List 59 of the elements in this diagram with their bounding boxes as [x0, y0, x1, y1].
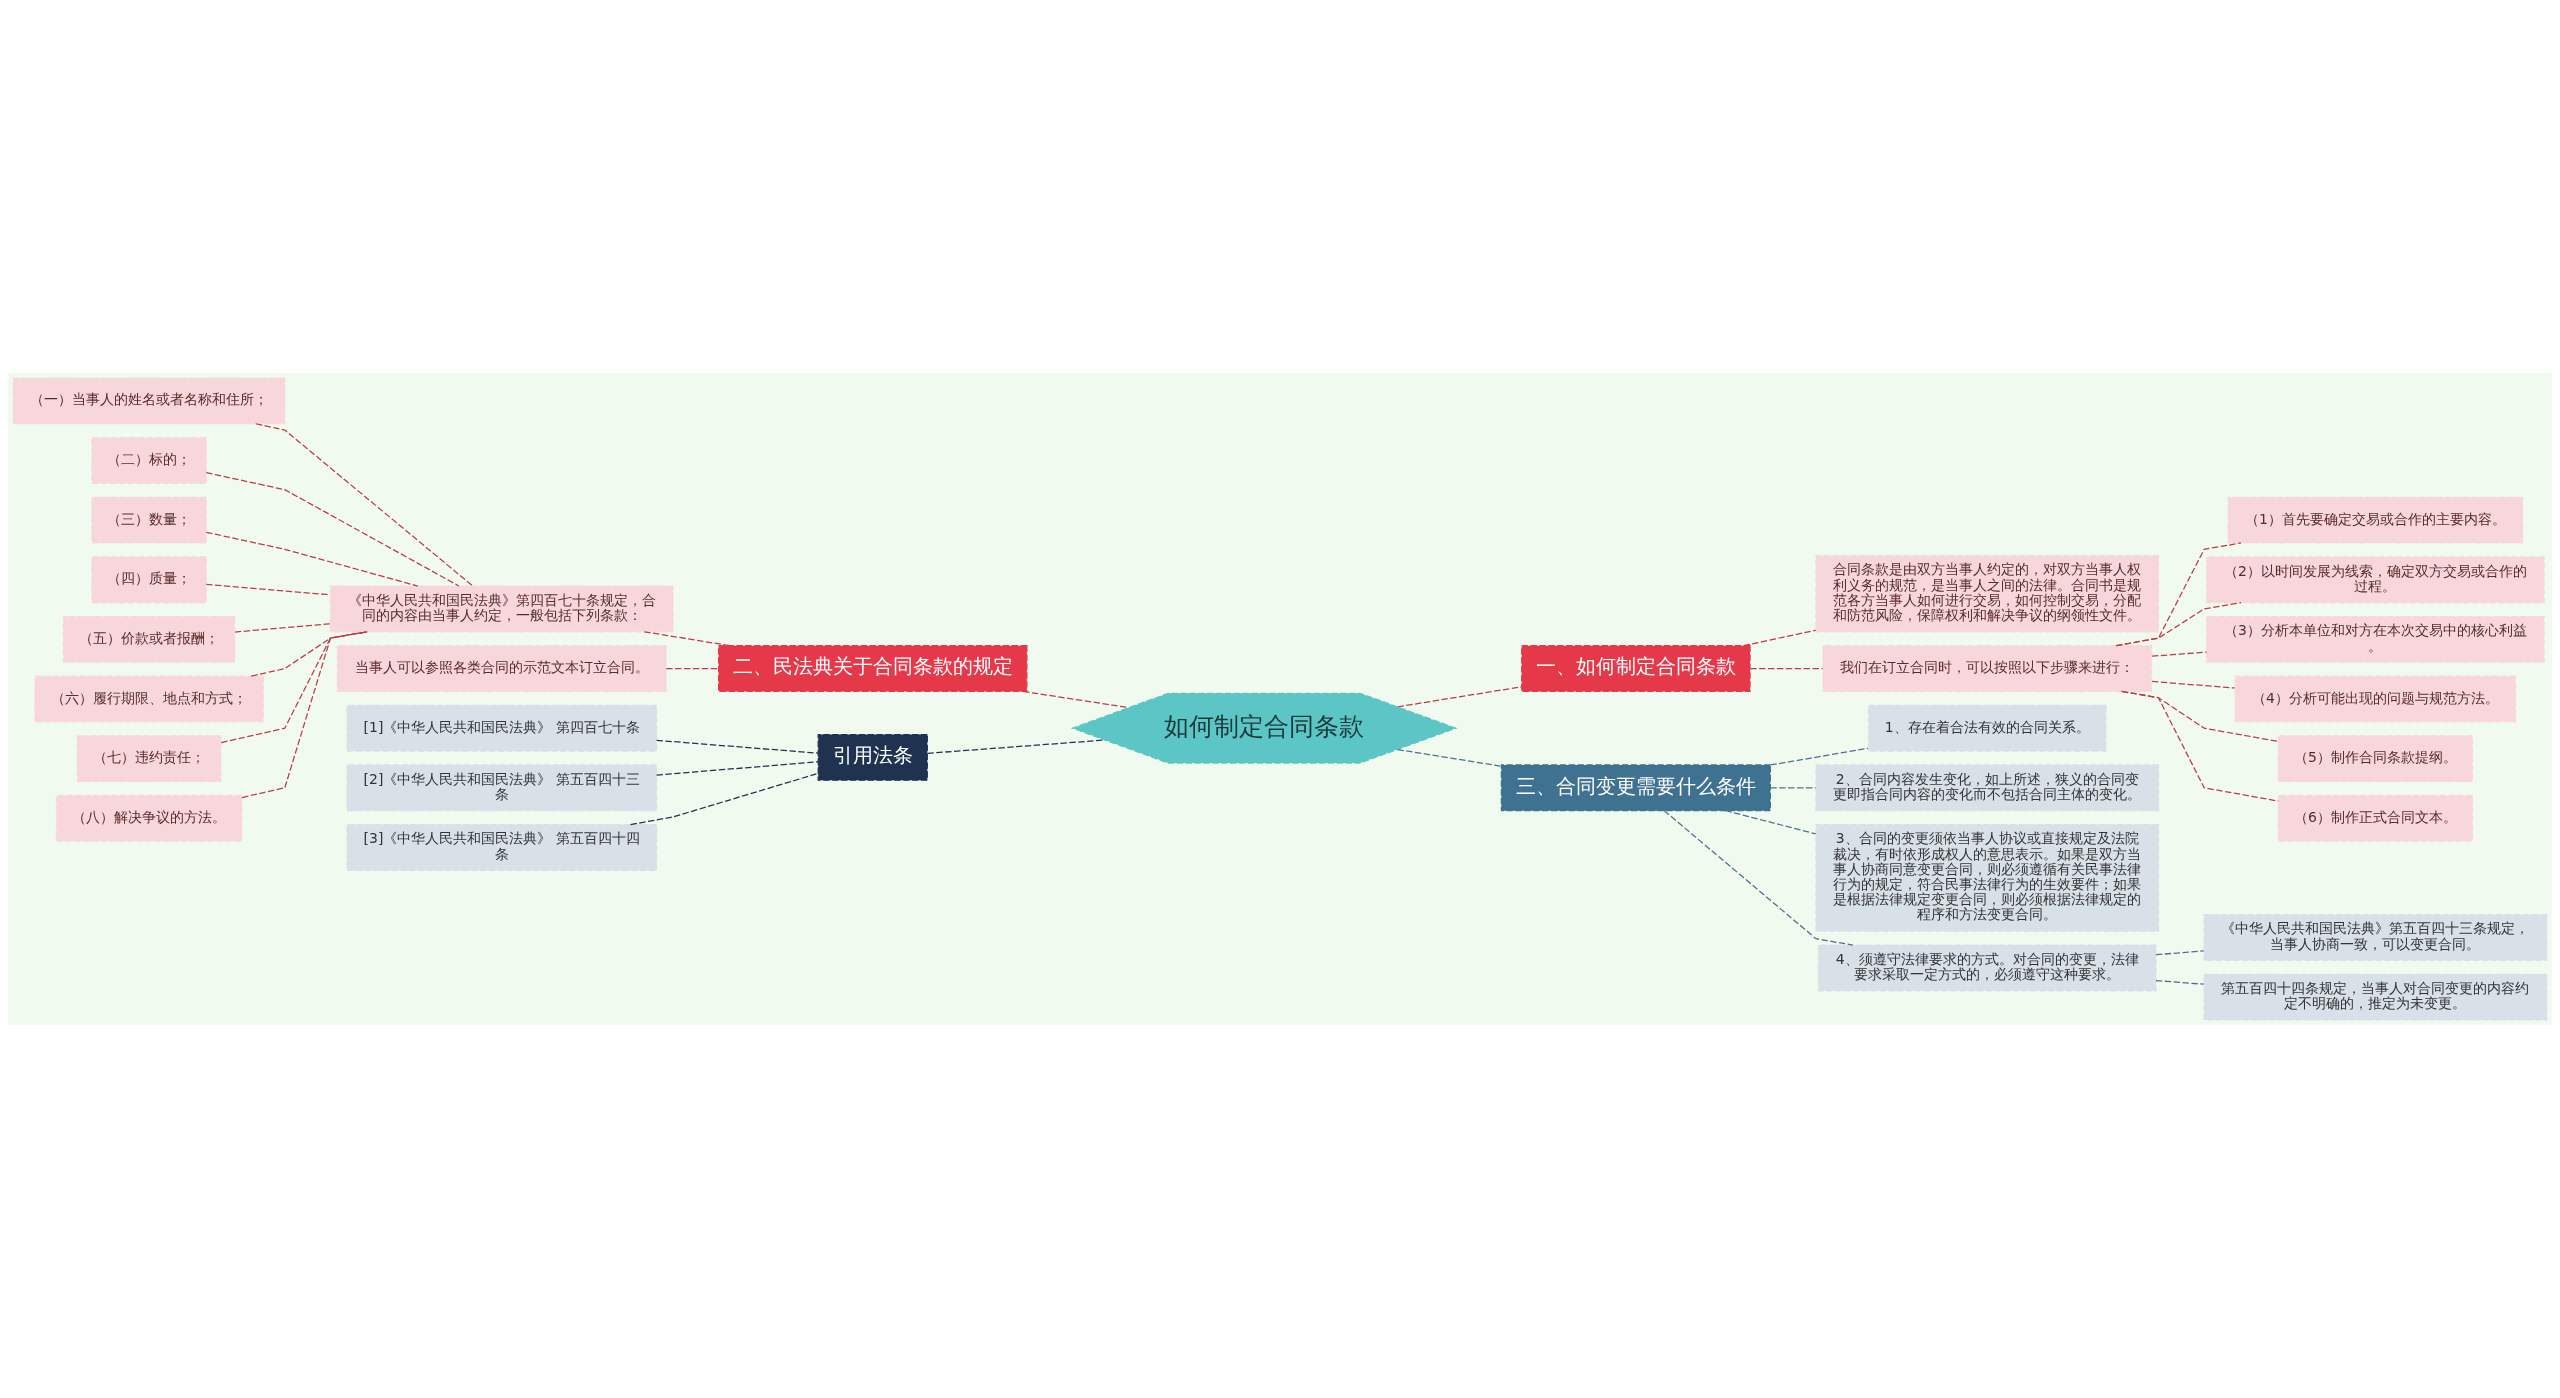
node-box: （2）以时间发展为线索，确定双方交易或合作的过程。 — [2206, 556, 2545, 604]
connector — [665, 667, 719, 670]
connector — [927, 739, 1106, 754]
connector — [2155, 950, 2205, 956]
node-box: 当事人可以参照各类合同的示范文本订立合同。 — [336, 645, 667, 693]
connector — [1663, 810, 1854, 946]
connector — [205, 583, 331, 596]
node-box: （四）质量； — [91, 556, 207, 604]
node-box: （三）数量； — [91, 496, 207, 544]
node-box: （3）分析本单位和对方在本次交易中的核心利益。 — [2206, 615, 2545, 663]
connector — [241, 631, 368, 799]
node-box: [2]《中华人民共和国民法典》 第五百四十三条 — [346, 764, 658, 812]
node-box: （一）当事人的姓名或者名称和住所； — [12, 377, 286, 425]
node-box: （七）违约责任； — [76, 735, 222, 783]
connector — [1397, 748, 1502, 767]
node-box: 《中华人民共和国民法典》第五百四十三条规定，当事人协商一致，可以变更合同。 — [2203, 914, 2548, 961]
connector — [629, 772, 819, 826]
node-box: （6）制作正式合同文本。 — [2277, 794, 2474, 842]
connector — [255, 423, 474, 587]
node-box: （1）首先要确定交易或合作的主要内容。 — [2227, 496, 2524, 544]
connector — [2151, 651, 2208, 657]
connector — [2115, 542, 2242, 647]
connector — [205, 472, 460, 587]
node-box: （五）价款或者报酬； — [62, 615, 236, 663]
connector — [655, 739, 819, 754]
connector — [1397, 686, 1523, 708]
connector — [1743, 629, 1817, 647]
node-box: 2、合同内容发生变化，如上所述，狭义的合同变更即指合同内容的变化而不包括合同主体的变化。 — [1815, 764, 2160, 812]
node-box: （5）制作合同条款提纲。 — [2277, 735, 2474, 783]
connector — [2151, 680, 2236, 689]
connector — [2155, 979, 2205, 985]
connector — [205, 531, 419, 587]
connector — [1749, 667, 1824, 670]
node-box: 1、存在着合法有效的合同关系。 — [1868, 704, 2107, 752]
node-box: （六）履行期限、地点和方式； — [34, 675, 264, 723]
node-box: 第五百四十四条规定，当事人对合同变更的内容约定不明确的，推定为未变更。 — [2203, 973, 2548, 1021]
node-box: [1]《中华人民共和国民法典》 第四百七十条 — [346, 704, 658, 752]
connector — [655, 761, 819, 776]
connector — [643, 631, 731, 647]
node-box: 引用法条 — [817, 733, 928, 781]
connector — [2115, 601, 2242, 647]
node-box: 一、如何制定合同条款 — [1521, 645, 1751, 693]
connector — [2120, 690, 2279, 802]
node-box: （二）标的； — [91, 437, 207, 484]
node-box: 《中华人民共和国民法典》第四百七十条规定，合同的内容由当事人约定，一般包括下列条款： — [329, 585, 674, 633]
connector — [1769, 747, 1869, 766]
connector — [1725, 810, 1817, 835]
connector — [234, 623, 332, 633]
node-box: 三、合同变更需要什么条件 — [1500, 764, 1771, 812]
node-box: 合同条款是由双方当事人约定的，对双方当事人权利义务的规范，是当事人之间的法律。合同书是规范各方当事人如何进行交易，如何控制交易，分配和防范风险，保障权利和解决争议的纲领性文件。 — [1815, 555, 2160, 633]
node-box: [3]《中华人民共和国民法典》 第五百四十四条 — [346, 823, 658, 871]
node-box: （八）解决争议的方法。 — [55, 794, 243, 842]
connector — [1769, 787, 1817, 789]
node-box: （4）分析可能出现的问题与规范方法。 — [2234, 675, 2517, 723]
node-box: 3、合同的变更须依当事人协议或直接规定及法院裁决，有时依形成权人的意思表示。如果是双方当事人协商同意变更合同，则必须遵循有关民事法律行为的规定，符合民事法律行为的生效要件；如果是根据法律规定变更合同，则必须根据法律规定的程序和方法变更合同。 — [1815, 823, 2160, 932]
connector — [1022, 690, 1130, 709]
node-box: 我们在订立合同时，可以按照以下步骤来进行： — [1822, 645, 2153, 693]
node-box: 4、须遵守法律要求的方式。对合同的变更，法律要求采取一定方式的，必须遵守这种要求。 — [1817, 944, 2157, 992]
node-box: 二、民法典关于合同条款的规定 — [718, 645, 1028, 693]
